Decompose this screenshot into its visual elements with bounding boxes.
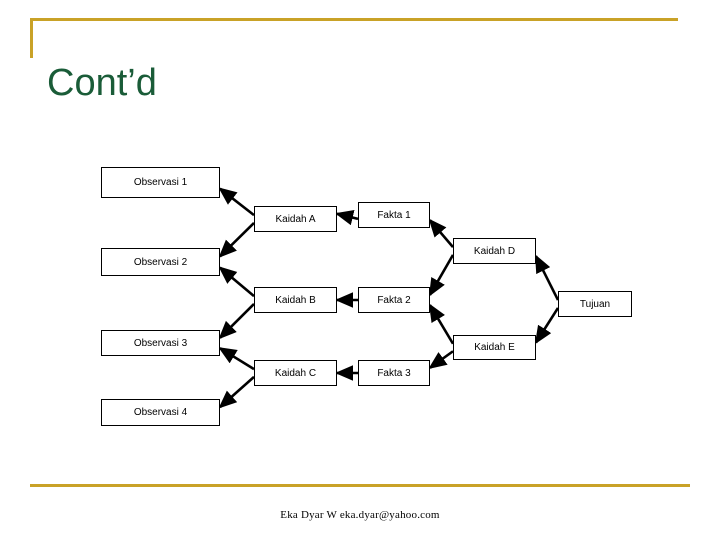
edge-kaidahB-to-observasi2 bbox=[218, 266, 255, 298]
node-label: Observasi 2 bbox=[133, 256, 188, 268]
node-label: Fakta 1 bbox=[377, 209, 411, 221]
node-label: Observasi 1 bbox=[133, 177, 188, 188]
edge-fakta1-to-kaidahA bbox=[334, 210, 359, 226]
top-gold-rule bbox=[30, 18, 678, 21]
node-label: Observasi 4 bbox=[133, 407, 188, 418]
node-label: Fakta 3 bbox=[377, 367, 411, 379]
left-gold-rule bbox=[30, 18, 33, 58]
node-label: Fakta 2 bbox=[377, 294, 411, 306]
bottom-gold-rule bbox=[30, 484, 690, 487]
edge-kaidahB-to-observasi3 bbox=[218, 302, 255, 340]
edge-kaidahC-to-observasi3 bbox=[218, 347, 255, 371]
node-fakta3[interactable]: Fakta 3 bbox=[358, 360, 430, 386]
edge-tujuan-to-kaidahD bbox=[534, 254, 560, 301]
node-label: Kaidah C bbox=[274, 367, 317, 379]
footer-credit: Eka Dyar W eka.dyar@yahoo.com bbox=[280, 509, 440, 521]
edge-kaidahD-to-fakta1 bbox=[428, 218, 454, 248]
node-label: Kaidah E bbox=[474, 342, 515, 353]
node-observasi1[interactable]: Observasi 1 bbox=[101, 167, 220, 198]
node-label: Kaidah A bbox=[275, 213, 316, 225]
node-label: Tujuan bbox=[579, 298, 611, 310]
edge-kaidahA-to-observasi1 bbox=[218, 187, 255, 217]
edge-kaidahE-to-fakta3 bbox=[428, 350, 454, 370]
node-label: Kaidah D bbox=[473, 245, 516, 257]
node-kaidahE[interactable]: Kaidah E bbox=[453, 335, 536, 360]
node-label: Kaidah B bbox=[275, 294, 316, 306]
edge-kaidahD-to-fakta2 bbox=[428, 254, 455, 297]
node-observasi4[interactable]: Observasi 4 bbox=[101, 399, 220, 426]
page-title: Cont’d bbox=[47, 62, 157, 104]
node-tujuan[interactable]: Tujuan bbox=[558, 291, 632, 317]
node-label: Observasi 3 bbox=[133, 337, 188, 349]
node-fakta2[interactable]: Fakta 2 bbox=[358, 287, 430, 313]
node-kaidahB[interactable]: Kaidah B bbox=[254, 287, 337, 313]
node-observasi3[interactable]: Observasi 3 bbox=[101, 330, 220, 356]
edge-kaidahA-to-observasi2 bbox=[218, 221, 255, 258]
node-kaidahD[interactable]: Kaidah D bbox=[453, 238, 536, 264]
node-kaidahA[interactable]: Kaidah A bbox=[254, 206, 337, 232]
edge-tujuan-to-kaidahE bbox=[534, 307, 560, 345]
node-fakta1[interactable]: Fakta 1 bbox=[358, 202, 430, 228]
node-kaidahC[interactable]: Kaidah C bbox=[254, 360, 337, 386]
edge-kaidahC-to-observasi4 bbox=[218, 375, 255, 409]
edge-kaidahE-to-fakta2 bbox=[428, 303, 455, 345]
node-observasi2[interactable]: Observasi 2 bbox=[101, 248, 220, 276]
